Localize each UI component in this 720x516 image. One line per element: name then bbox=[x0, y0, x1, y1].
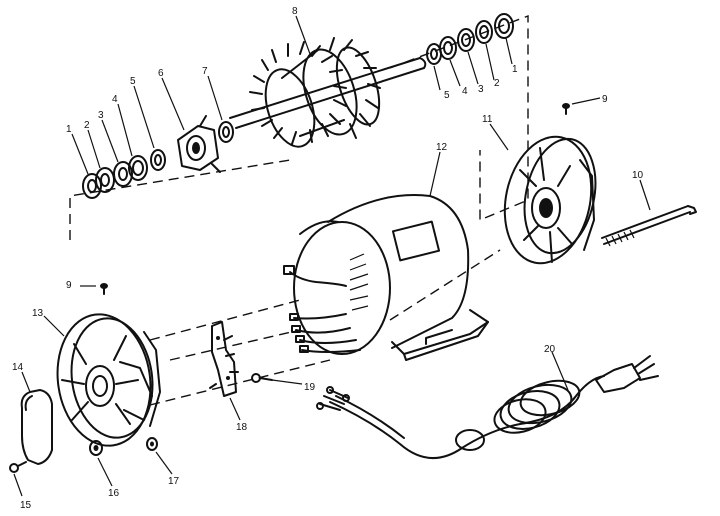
screw-right bbox=[562, 97, 601, 115]
retaining-ring bbox=[218, 121, 234, 143]
callout-20: 20 bbox=[544, 344, 556, 355]
nut-17 bbox=[146, 437, 158, 451]
centrifugal-actuator bbox=[177, 115, 221, 173]
callout-14: 14 bbox=[12, 362, 24, 373]
callout-5-right: 5 bbox=[444, 90, 450, 101]
stationary-switch bbox=[209, 321, 239, 397]
callout-7: 7 bbox=[202, 66, 208, 77]
callout-4-right: 4 bbox=[462, 86, 468, 97]
right-washer-stack bbox=[426, 13, 514, 65]
callout-15: 15 bbox=[20, 500, 32, 511]
callout-8: 8 bbox=[292, 6, 298, 17]
callout-13: 13 bbox=[32, 308, 44, 319]
callout-3-left: 3 bbox=[98, 110, 104, 121]
callout-18: 18 bbox=[236, 422, 248, 433]
callout-17: 17 bbox=[168, 476, 180, 487]
stator-lead-wires bbox=[283, 265, 361, 353]
callout-12: 12 bbox=[436, 142, 448, 153]
stator-housing bbox=[293, 194, 489, 361]
screw-left bbox=[80, 283, 108, 295]
callout-2-left: 2 bbox=[84, 120, 90, 131]
through-bolt bbox=[601, 205, 697, 247]
callout-9-left: 9 bbox=[66, 280, 72, 291]
callout-5-left: 5 bbox=[130, 76, 136, 87]
nut-16 bbox=[89, 440, 103, 456]
right-end-bell bbox=[503, 135, 597, 265]
power-cord bbox=[316, 355, 659, 460]
callout-11: 11 bbox=[482, 114, 493, 125]
callout-6: 6 bbox=[158, 68, 164, 79]
callout-2-right: 2 bbox=[494, 78, 500, 89]
assembly-guide-lines bbox=[69, 14, 529, 406]
callout-4-left: 4 bbox=[112, 94, 118, 105]
callout-1-left: 1 bbox=[66, 124, 72, 135]
callout-19: 19 bbox=[304, 382, 316, 393]
screw-15 bbox=[9, 461, 27, 473]
cover-plate bbox=[20, 389, 53, 465]
screw-19 bbox=[251, 373, 273, 383]
callout-16: 16 bbox=[108, 488, 120, 499]
callout-9-right: 9 bbox=[602, 94, 608, 105]
callout-3-right: 3 bbox=[478, 84, 484, 95]
callout-1-right: 1 bbox=[512, 64, 518, 75]
left-washer-stack bbox=[82, 149, 166, 199]
rotor-assembly bbox=[229, 37, 427, 148]
callout-10: 10 bbox=[632, 170, 644, 181]
callout-labels: 1 2 3 4 5 6 7 8 5 4 3 2 1 9 11 10 12 9 1… bbox=[12, 6, 644, 511]
left-end-bell bbox=[56, 313, 161, 447]
leader-lines bbox=[13, 15, 651, 497]
